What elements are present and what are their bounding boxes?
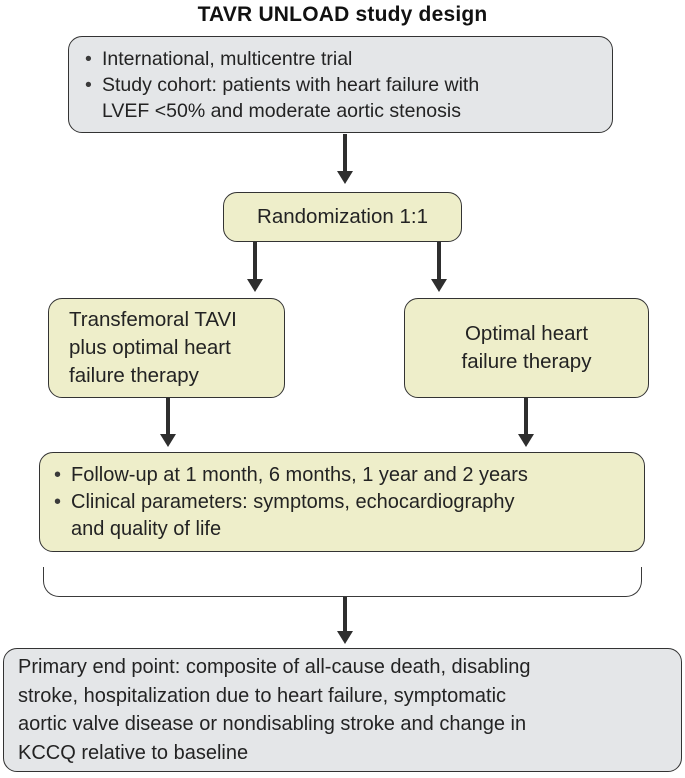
bullet-icon: • bbox=[85, 47, 92, 70]
bullet-icon: • bbox=[54, 490, 62, 513]
gathering-bracket bbox=[43, 567, 642, 597]
control-arm-line-1: Optimal heart bbox=[464, 322, 589, 345]
arrow-down-icon bbox=[431, 279, 447, 292]
arrow-down-icon bbox=[160, 434, 176, 447]
followup-bullet-2-line-1: Clinical parameters: symptoms, echocardi… bbox=[71, 490, 515, 513]
primary-endpoint-box: Primary end point: composite of all-caus… bbox=[3, 648, 682, 772]
followup-bullet-1-text: Follow-up at 1 month, 6 months, 1 year a… bbox=[71, 463, 528, 486]
arrow-stem bbox=[253, 242, 257, 279]
overview-bullet-2-text: Study cohort: patients with heart failur… bbox=[102, 72, 598, 124]
bullet-icon: • bbox=[54, 463, 62, 486]
tavi-arm-line-1: Transfemoral TAVI bbox=[69, 308, 237, 331]
tavi-arm-line-2: plus optimal heart bbox=[69, 336, 231, 359]
tavi-arm-box: Transfemoral TAVI plus optimal heart fai… bbox=[48, 298, 285, 398]
control-arm-line-2: failure therapy bbox=[461, 350, 592, 373]
study-overview-box: • International, multicentre trial • Stu… bbox=[68, 36, 613, 133]
flow-arrow-overview-to-randomization bbox=[336, 134, 354, 184]
primary-endpoint-line-4: KCCQ relative to baseline bbox=[18, 741, 249, 764]
randomization-label: Randomization 1:1 bbox=[257, 205, 428, 228]
arrow-down-icon bbox=[337, 631, 353, 644]
overview-bullet-2-line-1: Study cohort: patients with heart failur… bbox=[102, 73, 480, 96]
primary-endpoint-line-1: Primary end point: composite of all-caus… bbox=[18, 656, 531, 678]
overview-bullet-2: • Study cohort: patients with heart fail… bbox=[85, 72, 598, 124]
randomization-box: Randomization 1:1 bbox=[223, 192, 462, 242]
arrow-down-icon bbox=[247, 279, 263, 292]
arrow-down-icon bbox=[337, 171, 353, 184]
control-arm-box: Optimal heart failure therapy bbox=[404, 298, 649, 398]
overview-bullet-1: • International, multicentre trial bbox=[85, 46, 598, 72]
followup-bullet-2: • Clinical parameters: symptoms, echocar… bbox=[54, 489, 632, 543]
flow-arrow-control-to-followup bbox=[517, 398, 535, 447]
tavi-arm-line-3: failure therapy bbox=[69, 364, 199, 387]
primary-endpoint-line-2: stroke, hospitalization due to heart fai… bbox=[18, 684, 507, 707]
followup-box: • Follow-up at 1 month, 6 months, 1 year… bbox=[39, 452, 645, 552]
overview-bullet-2-line-2: LVEF <50% and moderate aortic stenosis bbox=[102, 99, 461, 122]
flow-arrow-to-primary-endpoint bbox=[336, 597, 354, 644]
flow-arrow-to-tavi-arm bbox=[246, 242, 264, 292]
followup-bullet-1: • Follow-up at 1 month, 6 months, 1 year… bbox=[54, 462, 632, 489]
flow-arrow-tavi-to-followup bbox=[159, 398, 177, 447]
arrow-down-icon bbox=[518, 434, 534, 447]
flow-arrow-to-control-arm bbox=[430, 242, 448, 292]
arrow-stem bbox=[524, 398, 528, 434]
primary-endpoint-line-3: aortic valve disease or nondisabling str… bbox=[18, 713, 527, 735]
arrow-stem bbox=[166, 398, 170, 434]
overview-bullet-1-text: International, multicentre trial bbox=[102, 47, 353, 70]
arrow-stem bbox=[343, 597, 347, 631]
followup-bullet-2-line-2: and quality of life bbox=[71, 517, 222, 540]
diagram-title: TAVR UNLOAD study design bbox=[197, 3, 488, 26]
arrow-stem bbox=[343, 134, 347, 171]
followup-bullet-2-text: Clinical parameters: symptoms, echocardi… bbox=[71, 489, 632, 543]
bullet-icon: • bbox=[85, 73, 92, 96]
arrow-stem bbox=[437, 242, 441, 279]
